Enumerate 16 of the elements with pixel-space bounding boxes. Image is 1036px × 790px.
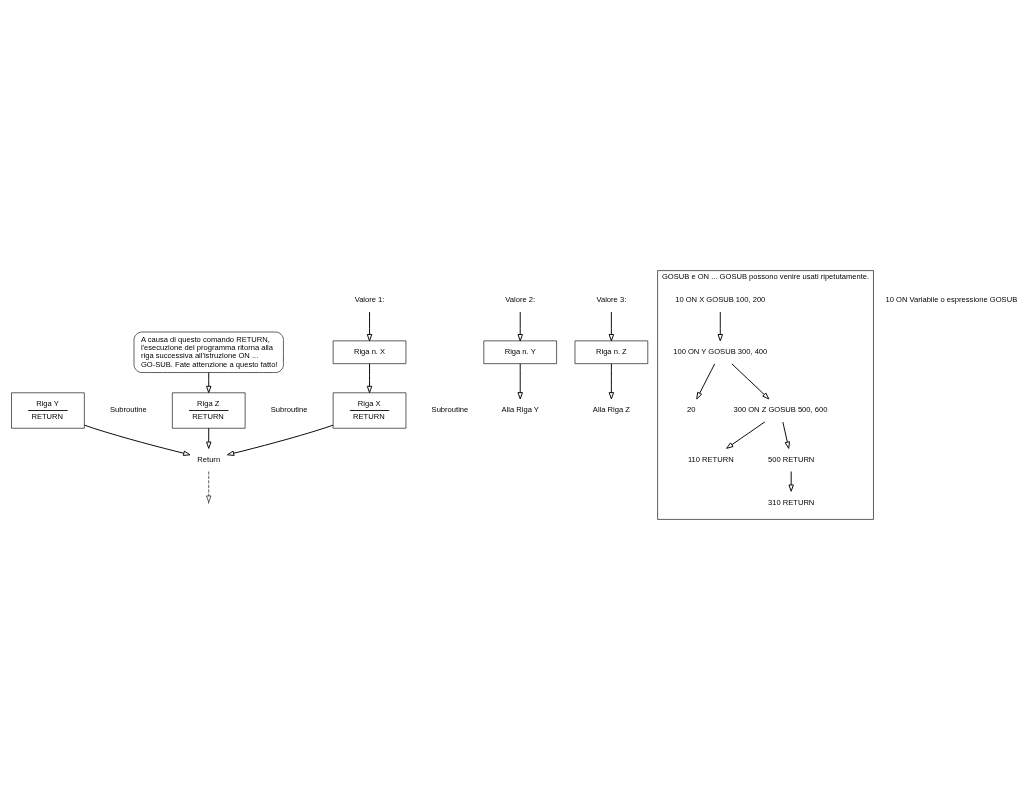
arrow — [717, 311, 723, 342]
arrow — [517, 363, 523, 400]
arrow — [782, 421, 790, 449]
arrow — [608, 311, 615, 342]
arrow — [366, 363, 373, 394]
arrow — [731, 363, 770, 400]
arrow — [206, 372, 212, 394]
arrow — [788, 471, 794, 492]
arrow — [206, 427, 212, 449]
arrow — [226, 424, 334, 456]
arrow — [696, 363, 716, 400]
arrow — [83, 424, 191, 456]
arrow — [726, 421, 766, 449]
arrow — [366, 311, 373, 342]
arrow — [608, 363, 615, 400]
arrow — [517, 311, 523, 342]
